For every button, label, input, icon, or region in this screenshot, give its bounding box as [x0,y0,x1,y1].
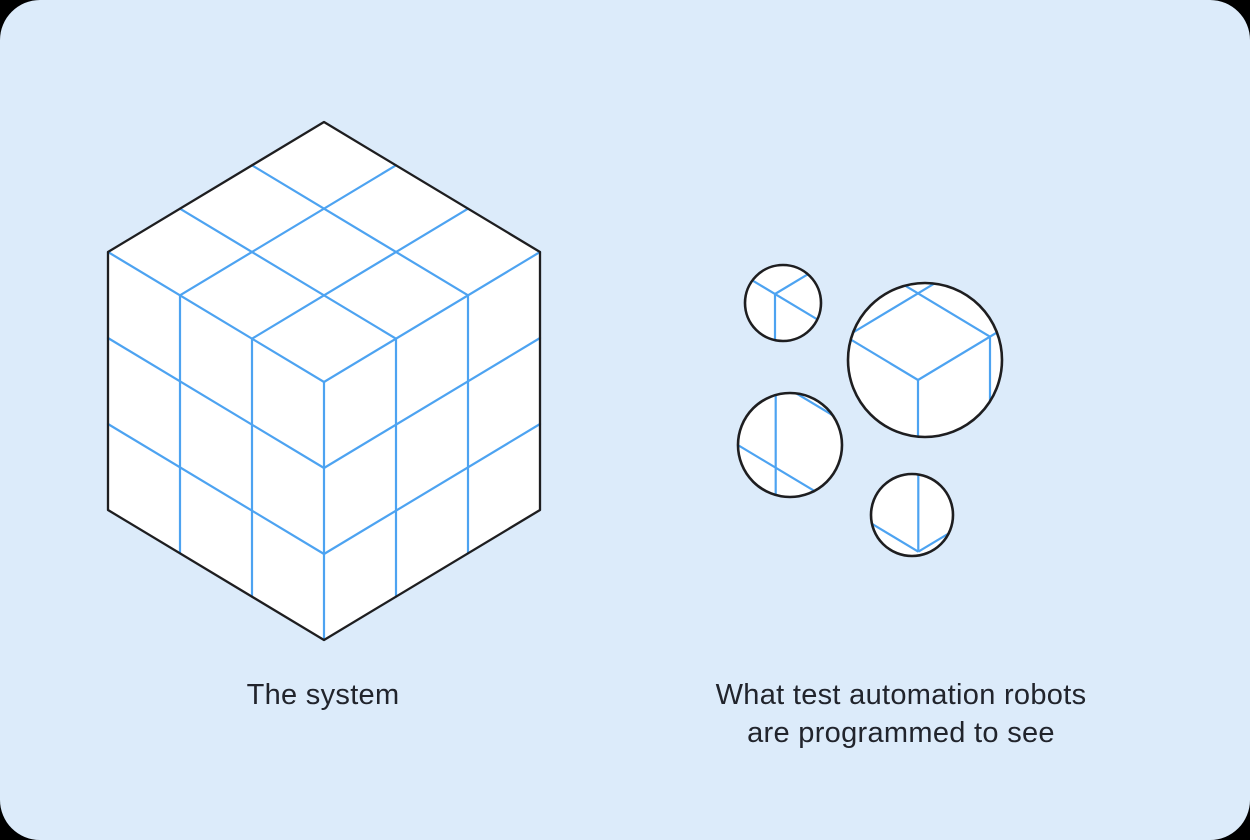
fragment-grid-line [848,283,919,381]
cube-grid-line [250,164,470,297]
robot-view-circle-outline [743,263,823,343]
cube-grid-line [106,336,326,470]
fragment-grid-line [738,393,842,427]
fragment-grid-line [848,283,1002,338]
right-caption-line1: What test automation robots [715,679,1087,711]
system-cube [106,120,542,642]
fragment-grid-line [917,283,1002,381]
cube-grid-line [322,250,542,384]
cube-grid-line [322,336,542,470]
right-caption: What test automation robots are programm… [651,676,1151,752]
fragment-grid-line [917,507,953,553]
cube-grid-line [106,422,326,556]
cube-grid-line [178,164,398,297]
cube-outline [106,120,542,642]
cube-grid-line [322,422,542,556]
robot-view-circle-outline [846,281,1004,439]
right-caption-line2: are programmed to see [747,717,1055,749]
fragment-grid-line [848,283,991,338]
robot-view-fragment-group [871,474,953,553]
left-caption: The system [246,679,400,711]
fragment-grid-line [871,497,919,553]
robot-view-circle-fill [738,393,842,497]
cube-grid-line [178,207,398,340]
robot-view-circle-outline [736,391,844,499]
robot-view-circles [736,263,1004,558]
cube-grid-line [106,250,326,384]
cube-grid-line [250,207,470,340]
robot-view-circle-fill [745,265,821,341]
robot-view-circle-outline [869,472,955,558]
